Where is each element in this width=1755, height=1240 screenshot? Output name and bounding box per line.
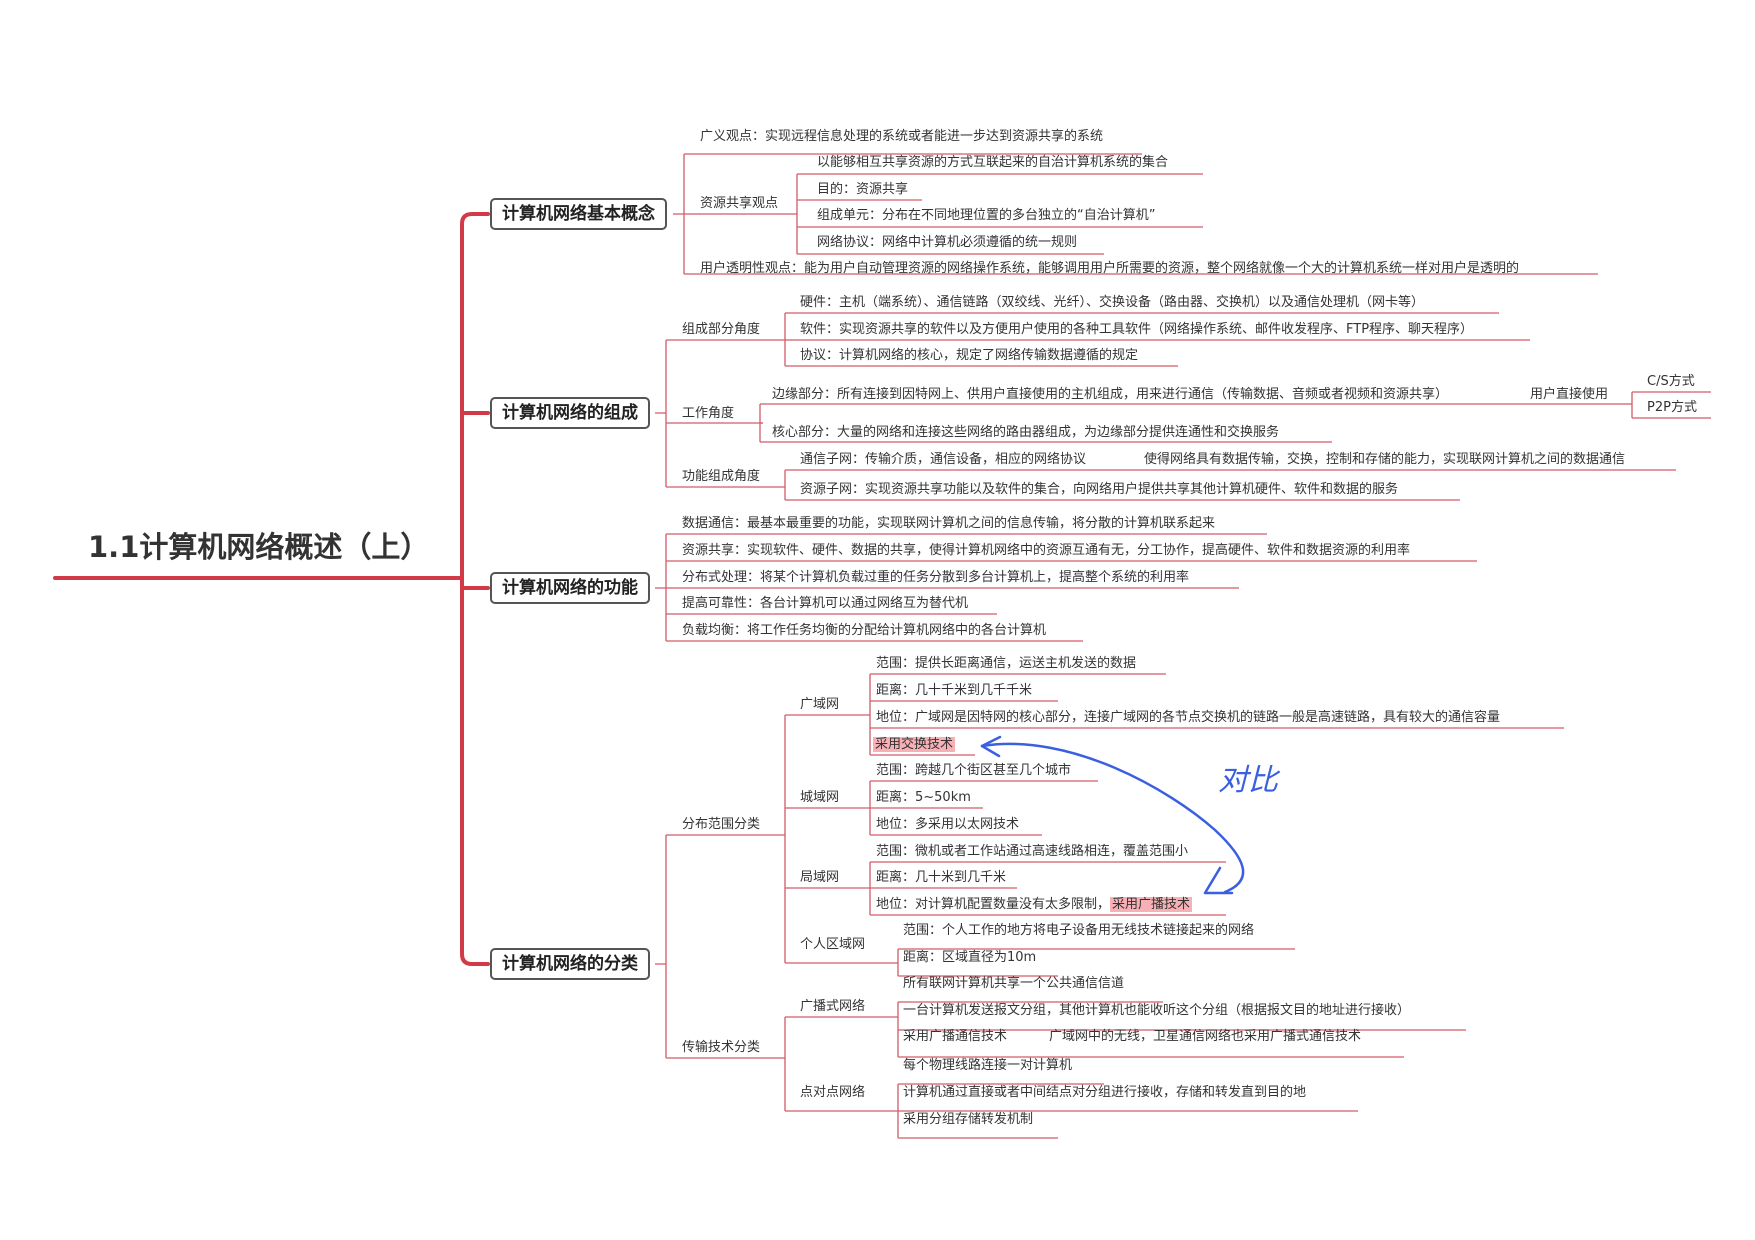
wan-lines: [861, 673, 1564, 756]
scope-lines: [783, 714, 891, 964]
branch-to-basic: [460, 212, 490, 580]
cls-p2p: 点对点网络: [800, 1085, 866, 1100]
man-distance: 距离：5~50km: [876, 790, 971, 805]
comp-func-lines: [779, 469, 1676, 501]
bc-lines: [861, 1001, 1466, 1058]
basic-broad: 广义观点：实现远程信息处理的系统或者能进一步达到资源共享的系统: [700, 129, 1104, 144]
cls-broadcast: 广播式网络: [800, 999, 866, 1014]
share-definition: 以能够相互共享资源的方式互联起来的自治计算机系统的集合: [817, 155, 1169, 170]
branch-to-classification: [460, 576, 490, 966]
func-reliability: 提高可靠性：各台计算机可以通过网络互为替代机: [682, 596, 969, 611]
comp-work: 工作角度: [682, 406, 735, 421]
wan-position: 地位：广域网是因特网的核心部分，连接广域网的各节点交换机的链路一般是高速链路，具…: [876, 710, 1501, 725]
p2p-1: 每个物理线路连接一对计算机: [903, 1058, 1073, 1073]
broadcast-3: 采用广播通信技术: [903, 1029, 1008, 1044]
func-share: 资源共享：实现软件、硬件、数据的共享，使得计算机网络中的资源互通有无，分工协作，…: [682, 543, 1411, 558]
compare-arrow: [980, 742, 1245, 894]
comp-lines: [655, 339, 779, 488]
func-data: 数据通信：最基本最重要的功能，实现联网计算机之间的信息传输，将分散的计算机联系起…: [682, 516, 1216, 531]
pan-range: 范围：个人工作的地方将电子设备用无线技术链接起来的网络: [903, 923, 1255, 938]
man-lines: [861, 780, 1098, 836]
share-lines: [696, 173, 1203, 255]
category-classification[interactable]: 计算机网络的分类: [490, 948, 650, 980]
comp-parts: 组成部分角度: [682, 322, 761, 337]
share-unit: 组成单元：分布在不同地理位置的多台独立的“自治计算机”: [817, 208, 1156, 223]
lan-position-text: 地位：对计算机配置数量没有太多限制，: [876, 897, 1111, 912]
basic-share: 资源共享观点: [700, 196, 779, 211]
edge-direct: 用户直接使用: [1530, 387, 1609, 402]
cls-man: 城域网: [800, 790, 840, 805]
man-position: 地位：多采用以太网技术: [876, 817, 1020, 832]
comp-software: 软件：实现资源共享的软件以及方便用户使用的各种工具软件（网络操作系统、邮件收发程…: [800, 322, 1474, 337]
lan-lines: [861, 861, 1226, 916]
category-composition[interactable]: 计算机网络的组成: [490, 397, 650, 429]
cls-lines: [655, 834, 783, 1059]
cls-wan: 广域网: [800, 697, 840, 712]
wan-distance: 距离：几十千米到几千千米: [876, 683, 1033, 698]
cls-pan: 个人区域网: [800, 937, 866, 952]
wan-tech: 采用交换技术: [873, 736, 956, 754]
lan-tech-highlight: 采用广播技术: [1110, 897, 1193, 912]
wan-range: 范围：提供长距离通信，运送主机发送的数据: [876, 656, 1137, 671]
comp-protocol: 协议：计算机网络的核心，规定了网络传输数据遵循的规定: [800, 348, 1139, 363]
comp-parts-lines: [779, 312, 1530, 367]
comp-edge: 边缘部分：所有连接到因特网上、供用户直接使用的主机组成，用来进行通信（传输数据、…: [772, 387, 1449, 402]
comp-res-subnet: 资源子网：实现资源共享功能以及软件的集合，向网络用户提供共享其他计算机硬件、软件…: [800, 482, 1399, 497]
compare-arrowhead-top: [980, 735, 1002, 758]
lan-distance: 距离：几十米到几千米: [876, 870, 1007, 885]
basic-lines: [673, 153, 1598, 275]
p2p-2: 计算机通过直接或者中间结点对分组进行接收，存储和转发直到目的地: [903, 1085, 1307, 1100]
cls-lan: 局域网: [800, 870, 840, 885]
pan-distance: 距离：区域直径为10m: [903, 950, 1037, 965]
mode-p2p: P2P方式: [1647, 400, 1697, 415]
lan-position: 地位：对计算机配置数量没有太多限制，采用广播技术: [876, 896, 1193, 914]
broadcast-1: 所有联网计算机共享一个公共通信信道: [903, 976, 1125, 991]
share-goal: 目的：资源共享: [817, 182, 909, 197]
pan-lines: [891, 948, 1295, 977]
wan-tech-highlight: 采用交换技术: [873, 737, 956, 752]
func-lines: [655, 533, 1477, 642]
man-range: 范围：跨越几个街区甚至几个城市: [876, 763, 1072, 778]
p2p-3: 采用分组存储转发机制: [903, 1112, 1034, 1127]
func-load-balance: 负载均衡：将工作任务均衡的分配给计算机网络中的各台计算机: [682, 623, 1047, 638]
comp-work-lines: [759, 403, 1627, 443]
edge-direct-lines: [1627, 391, 1711, 419]
basic-user: 用户透明性观点：能为用户自动管理资源的网络操作系统，能够调用用户所需要的资源，整…: [700, 261, 1520, 276]
lan-range: 范围：微机或者工作站通过高速线路相连，覆盖范围小: [876, 844, 1189, 859]
root-title: 1.1计算机网络概述（上）: [88, 530, 430, 564]
category-function[interactable]: 计算机网络的功能: [490, 572, 650, 604]
comp-hardware: 硬件：主机（端系统）、通信链路（双绞线、光纤）、交换设备（路由器、交换机）以及通…: [800, 295, 1425, 310]
comm-subnet-detail: 使得网络具有数据传输，交换，控制和存储的能力，实现联网计算机之间的数据通信: [1144, 452, 1626, 467]
trans-lines: [783, 1016, 861, 1112]
func-dist: 分布式处理：将某个计算机负载过重的任务分散到多台计算机上，提高整个系统的利用率: [682, 570, 1190, 585]
cls-trans: 传输技术分类: [682, 1040, 761, 1055]
cls-scope: 分布范围分类: [682, 817, 761, 832]
compare-annotation: 对比: [1218, 763, 1278, 798]
broadcast-3-detail: 广域网中的无线，卫星通信网络也采用广播式通信技术: [1049, 1029, 1362, 1044]
category-basic-concept[interactable]: 计算机网络基本概念: [490, 198, 667, 230]
comp-core: 核心部分：大量的网络和连接这些网络的路由器组成，为边缘部分提供连通性和交换服务: [772, 425, 1280, 440]
comp-func: 功能组成角度: [682, 469, 761, 484]
p2p-lines: [861, 1083, 1358, 1139]
compare-arrowhead-bottom: [1203, 866, 1234, 895]
mode-cs: C/S方式: [1647, 374, 1695, 389]
comp-comm-subnet: 通信子网：传输介质，通信设备，相应的网络协议: [800, 452, 1087, 467]
share-protocol: 网络协议：网络中计算机必须遵循的统一规则: [817, 235, 1078, 250]
broadcast-2: 一台计算机发送报文分组，其他计算机也能收听这个分组（根据报文目的地址进行接收）: [903, 1003, 1411, 1018]
